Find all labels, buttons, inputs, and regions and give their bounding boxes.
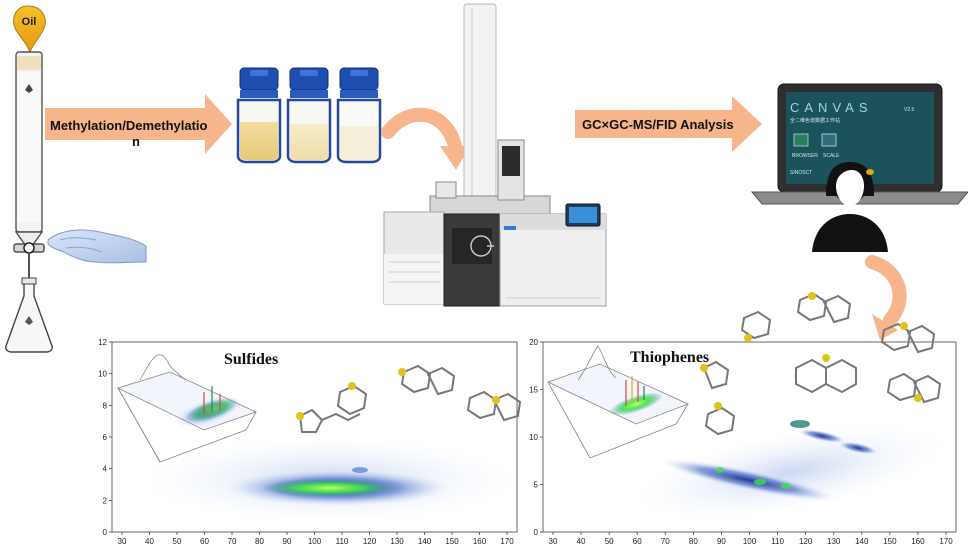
sulfides-y-axis: 0 2 4 6 8 10 12 — [98, 338, 112, 537]
methylation-arrow: Methylation/Demethylatio n — [45, 94, 232, 154]
x-tick-label: 150 — [883, 537, 897, 546]
x-tick-label: 130 — [390, 537, 404, 546]
chromatography-column: Oil — [5, 5, 53, 353]
y-tick-label: 2 — [103, 496, 108, 505]
y-tick-label: 4 — [103, 465, 108, 474]
sample-vials — [236, 67, 382, 164]
sulfides-x-axis: 30 40 50 60 70 80 90 100 110 120 130 140 150 160 170 — [118, 532, 514, 546]
canvas-title: CANVAS — [790, 100, 873, 115]
x-tick-label: 140 — [418, 537, 432, 546]
x-tick-label: 70 — [228, 537, 237, 546]
x-tick-label: 60 — [633, 537, 642, 546]
x-tick-label: 100 — [743, 537, 757, 546]
browser-label: BROWSER — [792, 153, 818, 159]
x-tick-label: 120 — [363, 537, 377, 546]
x-tick-label: 70 — [661, 537, 670, 546]
y-tick-label: 15 — [529, 386, 538, 395]
x-tick-label: 90 — [283, 537, 292, 546]
curved-arrow-to-chart — [865, 255, 907, 340]
x-tick-label: 30 — [549, 537, 558, 546]
gc-analysis-arrow: GC×GC-MS/FID Analysis — [575, 96, 762, 152]
sulfides-3d-inset — [116, 354, 258, 463]
y-tick-label: 5 — [534, 481, 539, 490]
step1-label-line1: Methylation/Demethylatio — [50, 118, 208, 133]
laptop-canvas-software: CANVAS V2.5 全二维色谱数据工作站 BROWSER SCALE SIN… — [750, 83, 968, 252]
canvas-subtitle: 全二维色谱数据工作站 — [790, 117, 840, 124]
x-tick-label: 170 — [939, 537, 953, 546]
x-tick-label: 80 — [255, 537, 264, 546]
x-tick-label: 90 — [717, 537, 726, 546]
x-tick-label: 160 — [911, 537, 925, 546]
scale-label: SCALE — [823, 153, 840, 159]
x-tick-label: 40 — [577, 537, 586, 546]
sulfide-molecules — [296, 364, 522, 433]
vial-1 — [236, 67, 282, 164]
oil-drop-icon — [13, 5, 46, 54]
x-tick-label: 100 — [308, 537, 322, 546]
x-tick-label: 170 — [500, 537, 514, 546]
gcxgc-instrument — [383, 3, 607, 307]
brand-label: SINOSCT — [790, 170, 812, 176]
oil-label: Oil — [22, 16, 37, 28]
y-tick-label: 8 — [103, 401, 108, 410]
y-tick-label: 10 — [529, 433, 538, 442]
x-tick-label: 160 — [473, 537, 487, 546]
x-tick-label: 40 — [145, 537, 154, 546]
thiophenes-panel: Thiophenes 0 5 10 15 20 30 40 50 60 70 80 90 100 110… — [529, 292, 957, 546]
y-tick-label: 12 — [98, 338, 107, 347]
x-tick-label: 140 — [855, 537, 869, 546]
step1-label-line2: n — [132, 134, 140, 149]
x-tick-label: 50 — [173, 537, 182, 546]
y-tick-label: 6 — [103, 433, 108, 442]
curved-arrow-to-instrument — [381, 107, 470, 170]
glove-hand-icon — [47, 229, 147, 264]
x-tick-label: 130 — [827, 537, 841, 546]
y-tick-label: 0 — [534, 528, 539, 537]
x-tick-label: 120 — [799, 537, 813, 546]
thiophenes-x-axis: 30 40 50 60 70 80 90 100 110 120 130 140 150 160 170 — [549, 532, 953, 546]
thiophene-molecules — [700, 292, 942, 436]
y-tick-label: 20 — [529, 338, 538, 347]
x-tick-label: 60 — [200, 537, 209, 546]
vial-2 — [286, 67, 332, 164]
y-tick-label: 0 — [103, 528, 108, 537]
y-tick-label: 10 — [98, 370, 107, 379]
x-tick-label: 110 — [771, 537, 784, 546]
thiophenes-3d-inset — [546, 345, 690, 459]
step2-label: GC×GC-MS/FID Analysis — [582, 117, 734, 132]
vial-3 — [336, 67, 382, 164]
thiophenes-y-axis: 0 5 10 15 20 — [529, 338, 543, 537]
x-tick-label: 30 — [118, 537, 127, 546]
browser-button-icon — [793, 133, 809, 147]
x-tick-label: 150 — [445, 537, 459, 546]
sulfides-title: Sulfides — [224, 351, 278, 368]
x-tick-label: 110 — [336, 537, 349, 546]
x-tick-label: 80 — [689, 537, 698, 546]
user-silhouette-icon — [812, 162, 888, 252]
sulfides-panel: Sulfides 0 2 4 6 8 10 12 30 40 50 60 70 80 90 100 110 1… — [98, 338, 522, 546]
canvas-version: V2.5 — [904, 107, 915, 113]
thiophenes-title: Thiophenes — [630, 349, 709, 366]
x-tick-label: 50 — [605, 537, 614, 546]
scale-button-icon — [821, 133, 837, 147]
